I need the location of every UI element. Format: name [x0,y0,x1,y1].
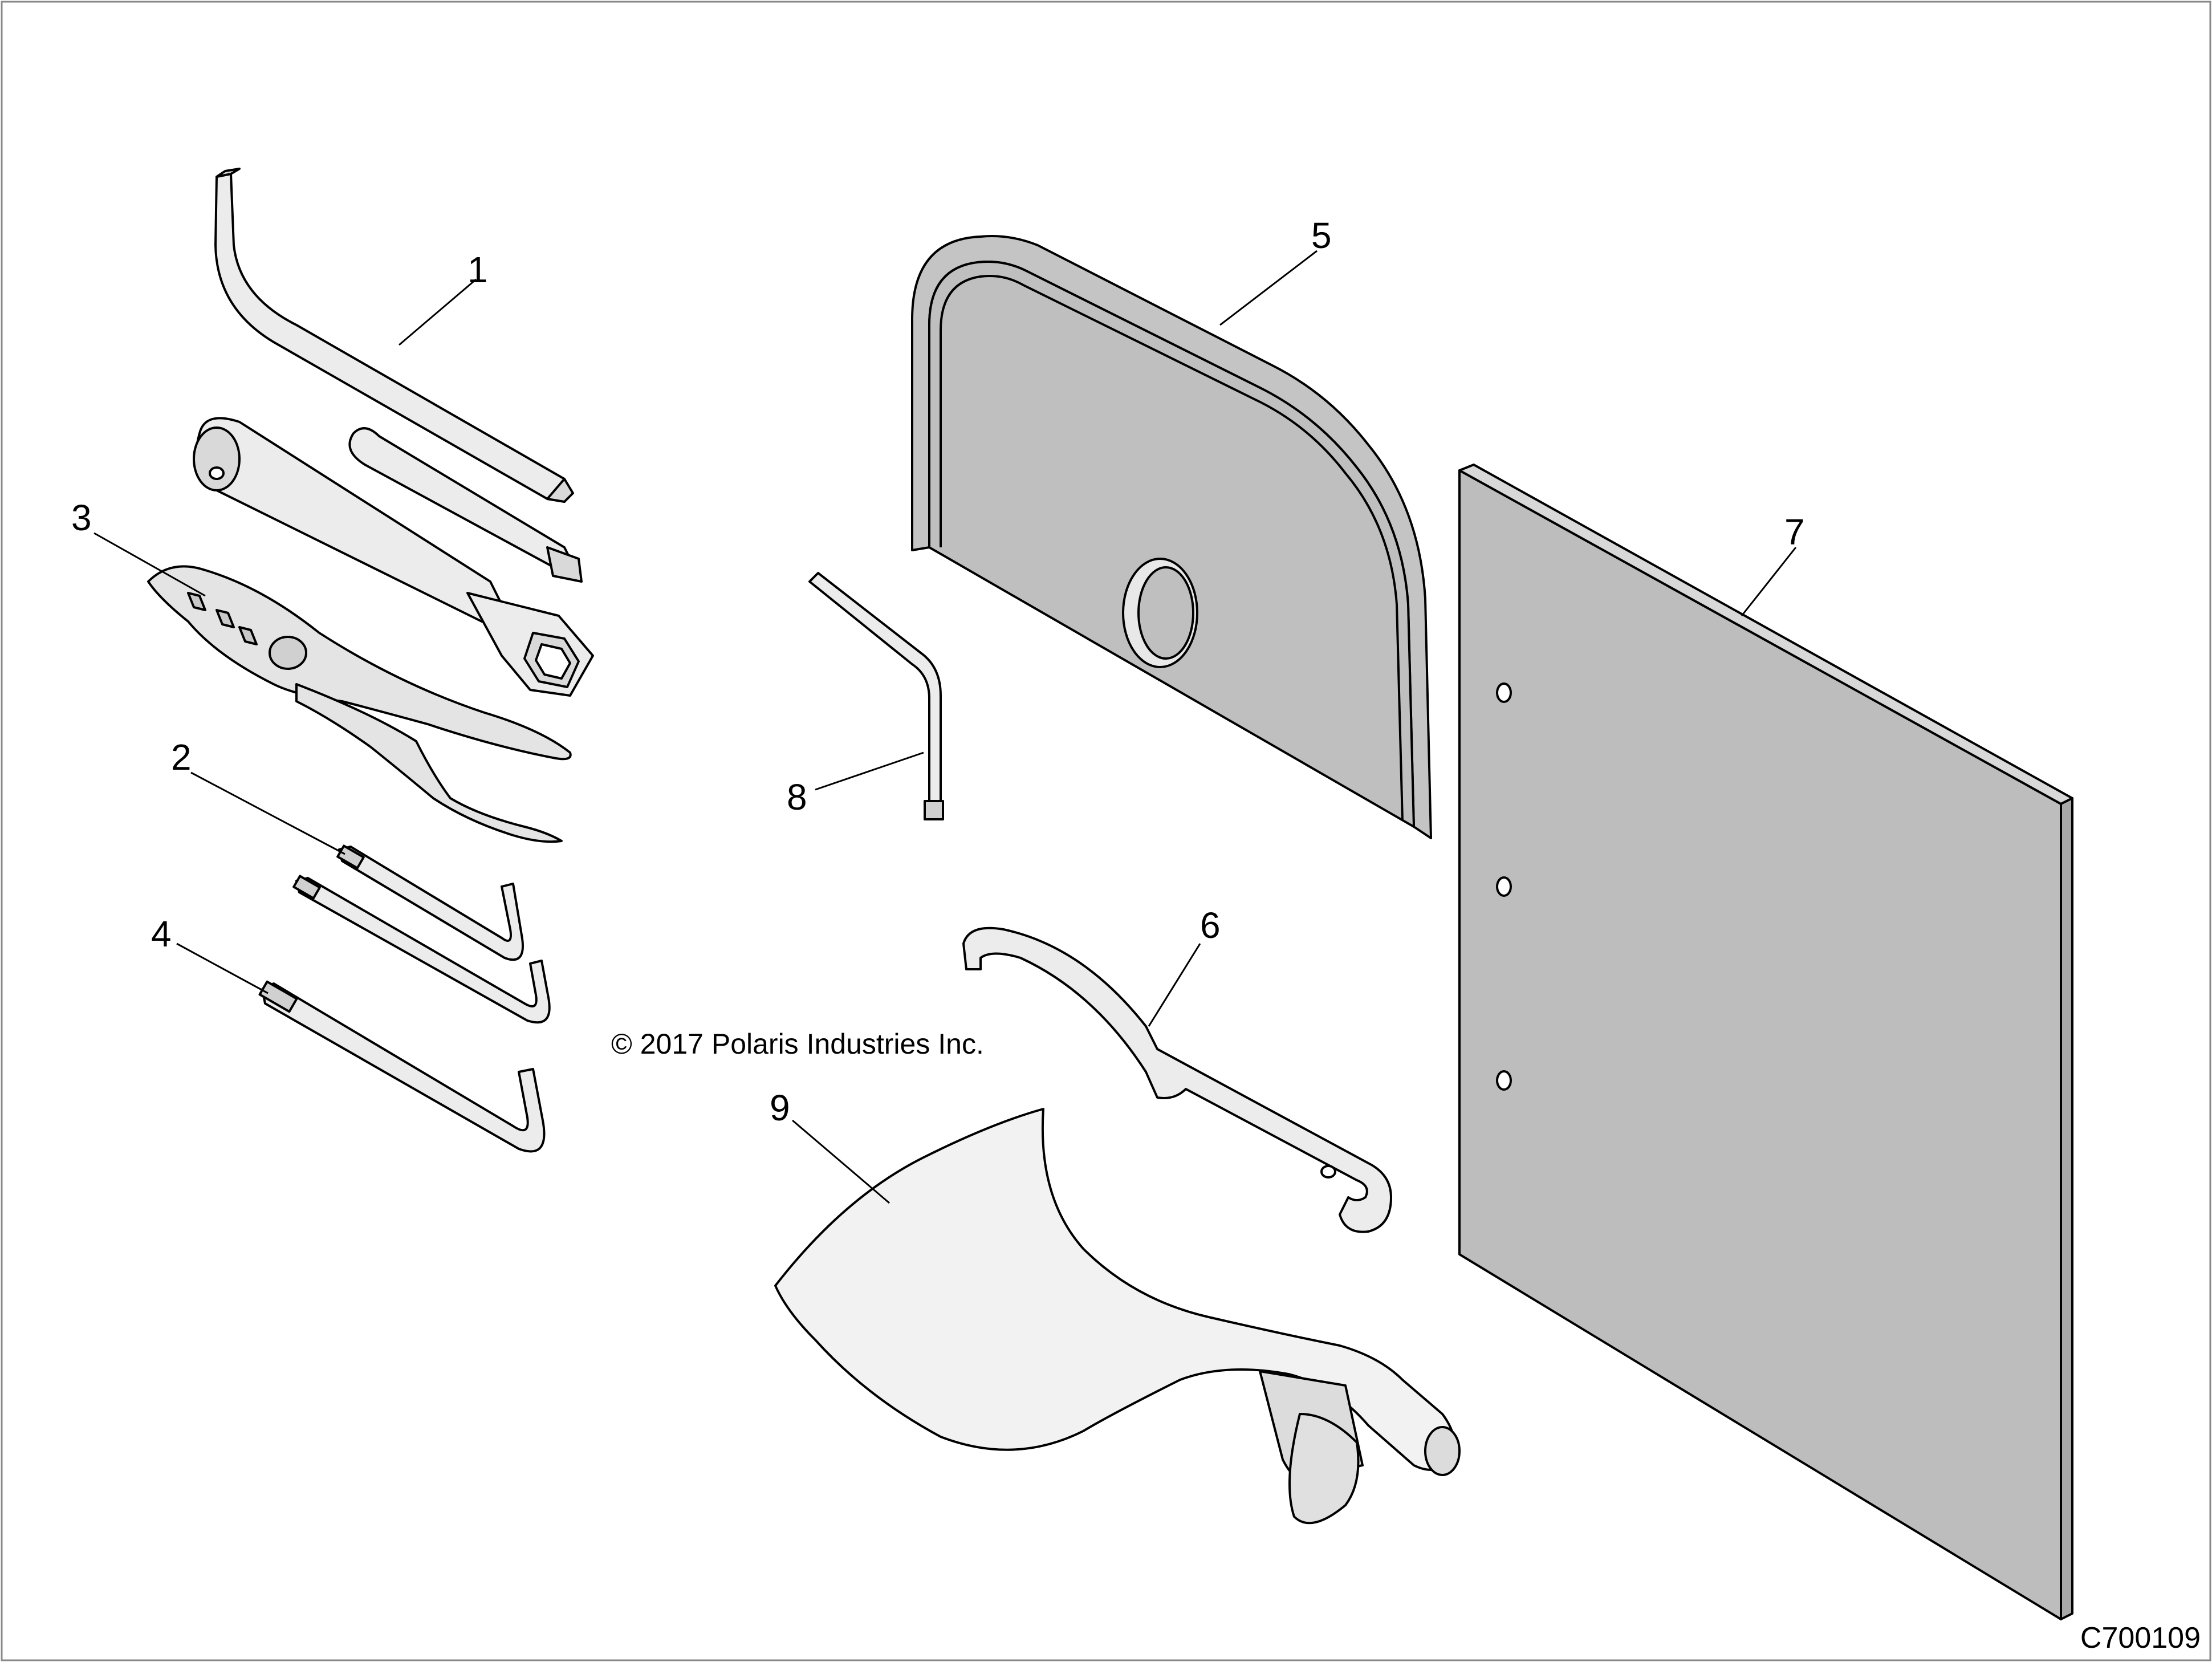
callout-7: 7 [1784,511,1805,552]
part-3-pliers [147,565,572,843]
part-hex-key-middle [292,875,551,1024]
leader-9 [792,1119,890,1204]
callout-6: 6 [1200,905,1221,946]
callout-3: 3 [71,497,92,538]
part-9-funnel [774,1108,1461,1525]
part-tube-wrench [193,417,594,697]
figure-id: C700109 [2080,1622,2201,1655]
leader-7 [1741,547,1797,616]
callout-9: 9 [770,1087,790,1128]
callout-5: 5 [1311,215,1332,256]
leader-5 [1219,250,1318,326]
part-1-square-key [214,168,574,503]
leader-4 [176,942,269,994]
leader-3 [93,532,206,597]
part-2-hex-key [336,844,524,961]
part-7-board [1458,464,2073,1620]
part-4-long-hex-key [258,980,546,1153]
copyright-notice: © 2017 Polaris Industries Inc. [611,1028,984,1060]
leader-2 [190,771,345,855]
callout-4: 4 [151,913,172,954]
part-small-tube-wrench [348,427,583,583]
part-5-cover-plate [911,235,1432,839]
part-6-spanner [962,927,1392,1233]
callout-1: 1 [467,249,488,290]
leader-6 [1148,943,1201,1027]
part-8-allen-key [808,572,944,820]
callout-8: 8 [787,777,807,818]
leader-1 [399,278,477,346]
leader-8 [815,751,924,791]
callout-2: 2 [171,737,192,778]
